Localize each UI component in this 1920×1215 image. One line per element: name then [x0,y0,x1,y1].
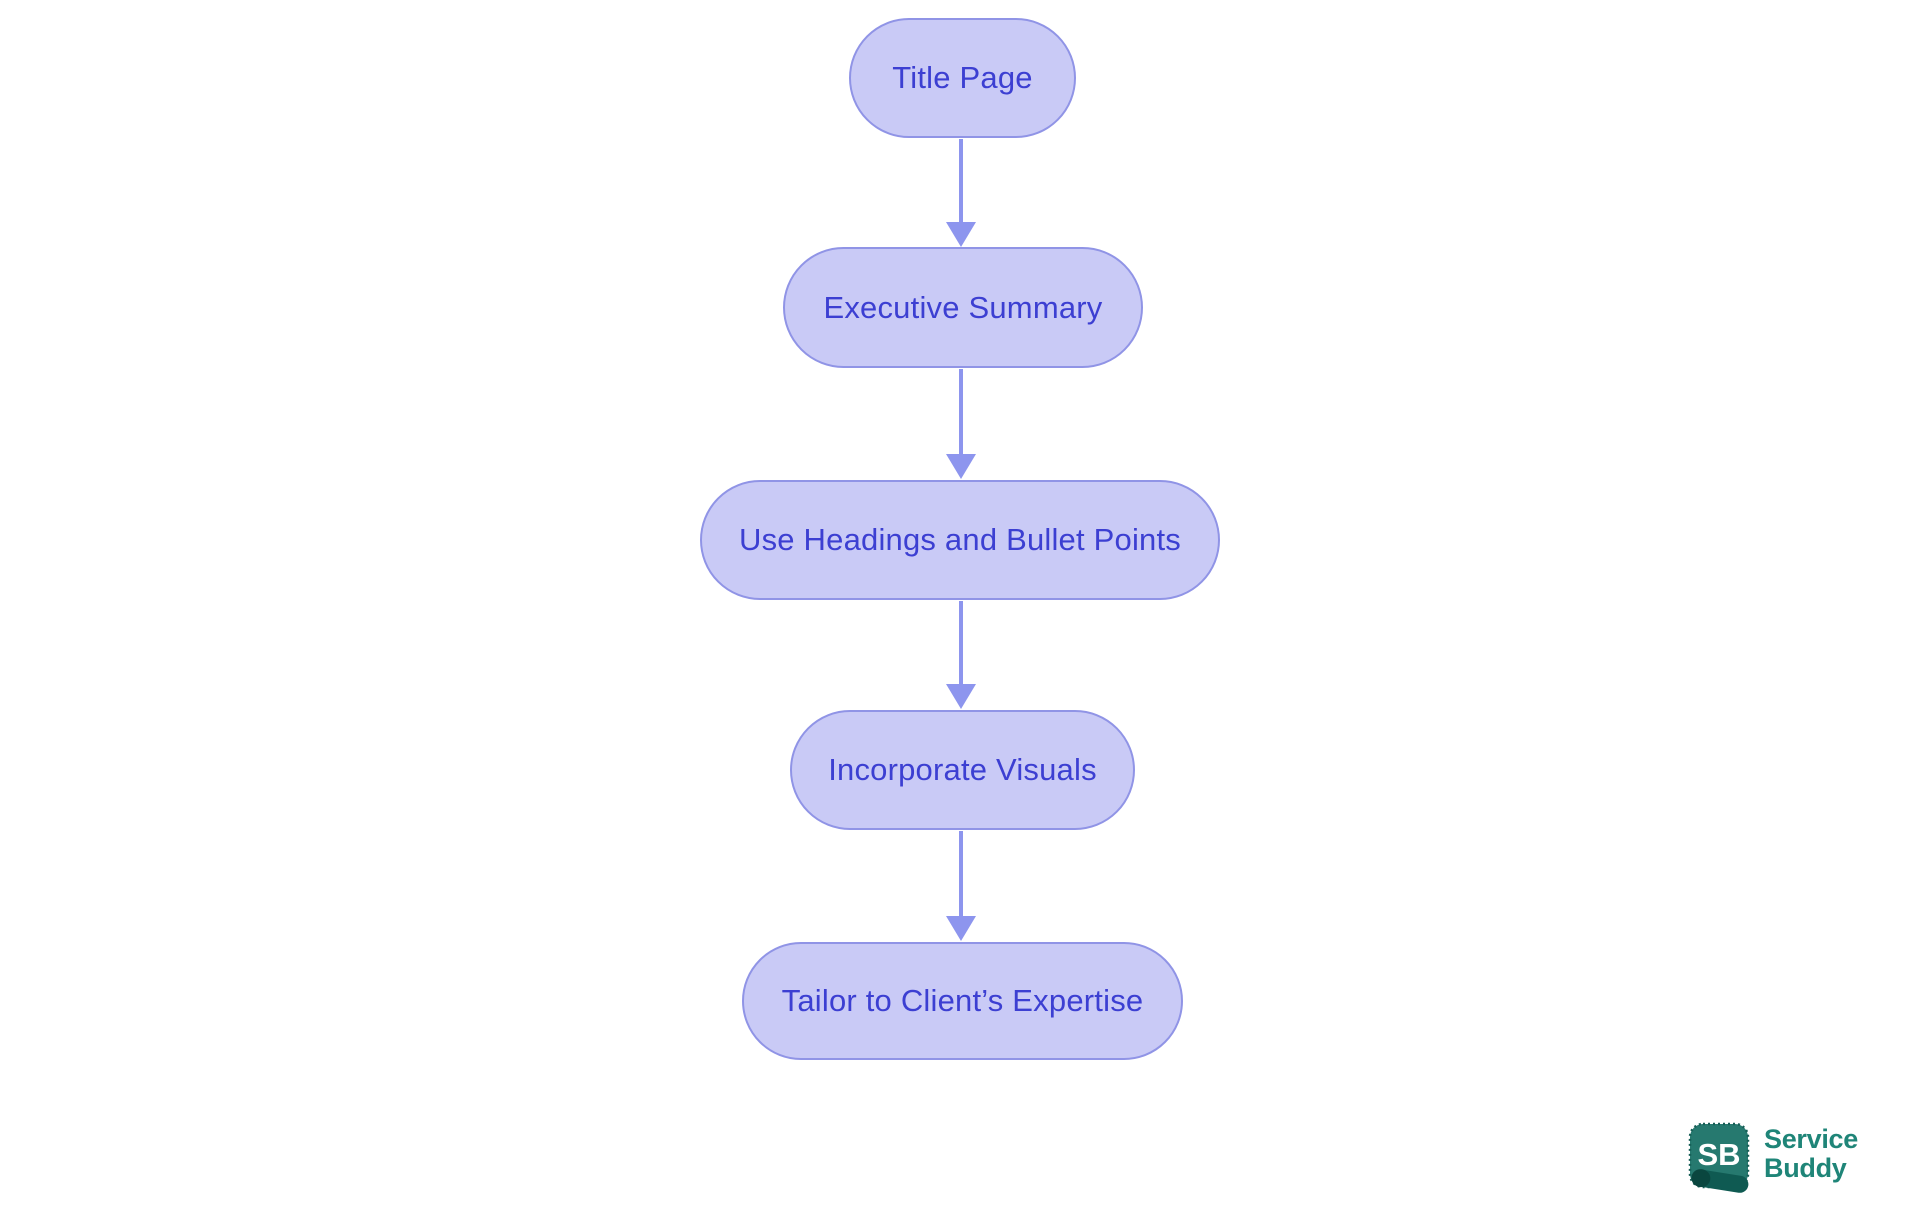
flow-node-incorporate-visuals: Incorporate Visuals [790,710,1135,830]
logo-roller-shape [1691,1169,1749,1193]
flow-node-executive-summary: Executive Summary [783,247,1143,368]
flow-arrow-3 [946,601,976,709]
flow-node-label: Tailor to Client’s Expertise [781,983,1144,1018]
service-buddy-logo: SB Service Buddy [1687,1121,1858,1193]
logo-sb-text: SB [1697,1137,1740,1172]
service-buddy-icon: SB [1688,1122,1750,1193]
flow-arrow-4 [946,831,976,941]
flow-node-label: Use Headings and Bullet Points [739,522,1181,557]
flow-node-use-headings-bullet-points: Use Headings and Bullet Points [700,480,1220,600]
arrow-down-icon [946,454,976,479]
logo-name-line2: Buddy [1764,1153,1847,1183]
flow-node-label: Incorporate Visuals [828,752,1097,787]
arrow-down-icon [946,916,976,941]
arrow-down-icon [946,222,976,247]
arrow-line [959,369,963,454]
logo-name-line1: Service [1764,1124,1858,1154]
arrow-down-icon [946,684,976,709]
flow-node-tailor-to-client-expertise: Tailor to Client’s Expertise [742,942,1183,1060]
service-buddy-wordmark: Service Buddy [1764,1125,1858,1183]
arrow-line [959,831,963,916]
flow-node-label: Title Page [892,60,1033,95]
arrow-line [959,139,963,222]
flow-arrow-2 [946,369,976,479]
arrow-line [959,601,963,684]
flow-arrow-1 [946,139,976,247]
flow-node-title-page: Title Page [849,18,1076,138]
flow-node-label: Executive Summary [823,289,1103,325]
